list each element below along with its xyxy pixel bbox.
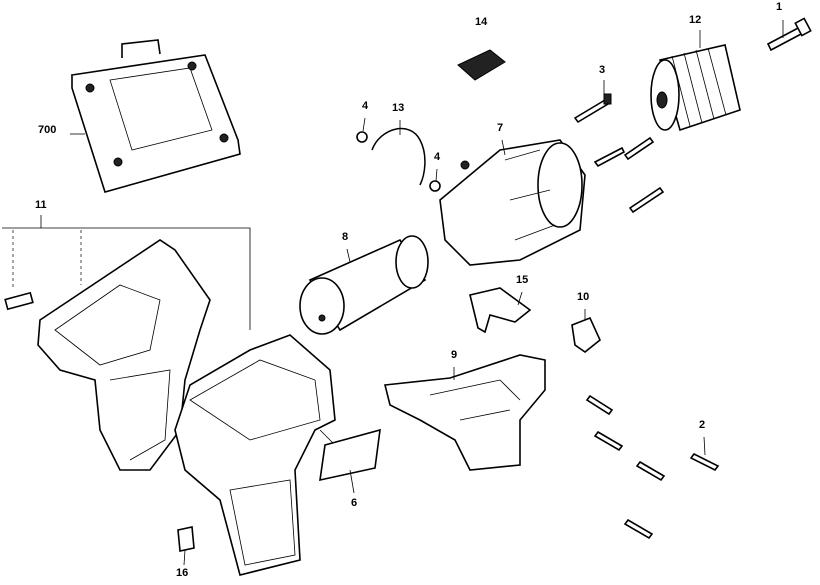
leader-lines [70,20,784,566]
tag [177,526,195,552]
callout-8: 8 [342,231,349,243]
screws-2 [585,394,720,540]
bracket [469,287,532,334]
callout-3: 3 [599,64,606,76]
callout-11: 11 [35,199,47,211]
washer [356,131,368,143]
label-sticker [319,428,381,482]
callout-14: 14 [475,16,488,28]
callout-10: 10 [577,291,590,303]
callout-2: 2 [699,419,706,431]
washer [429,180,441,192]
switch-assembly [384,354,546,471]
callout-15: 15 [516,274,529,286]
spring-clip [371,127,426,186]
gearbox [439,139,586,266]
callout-16: 16 [176,567,189,579]
switch-button [457,49,506,81]
callout-7: 7 [497,122,504,134]
callout-4b: 4 [434,151,441,163]
callout-4a: 4 [362,100,369,112]
callout-9: 9 [451,349,458,361]
right-housing [174,334,346,576]
callout-6: 6 [351,497,358,509]
screws-3 [573,93,665,214]
clip [571,316,601,353]
callout-13: 13 [392,102,405,114]
callout-1: 1 [776,1,783,13]
callout-12: 12 [689,14,702,26]
chuck [650,44,741,132]
motor [299,235,429,335]
screw-1 [766,17,812,52]
housing-set-bracket [2,215,251,330]
callout-700: 700 [38,124,57,136]
carrying-case [70,39,241,193]
